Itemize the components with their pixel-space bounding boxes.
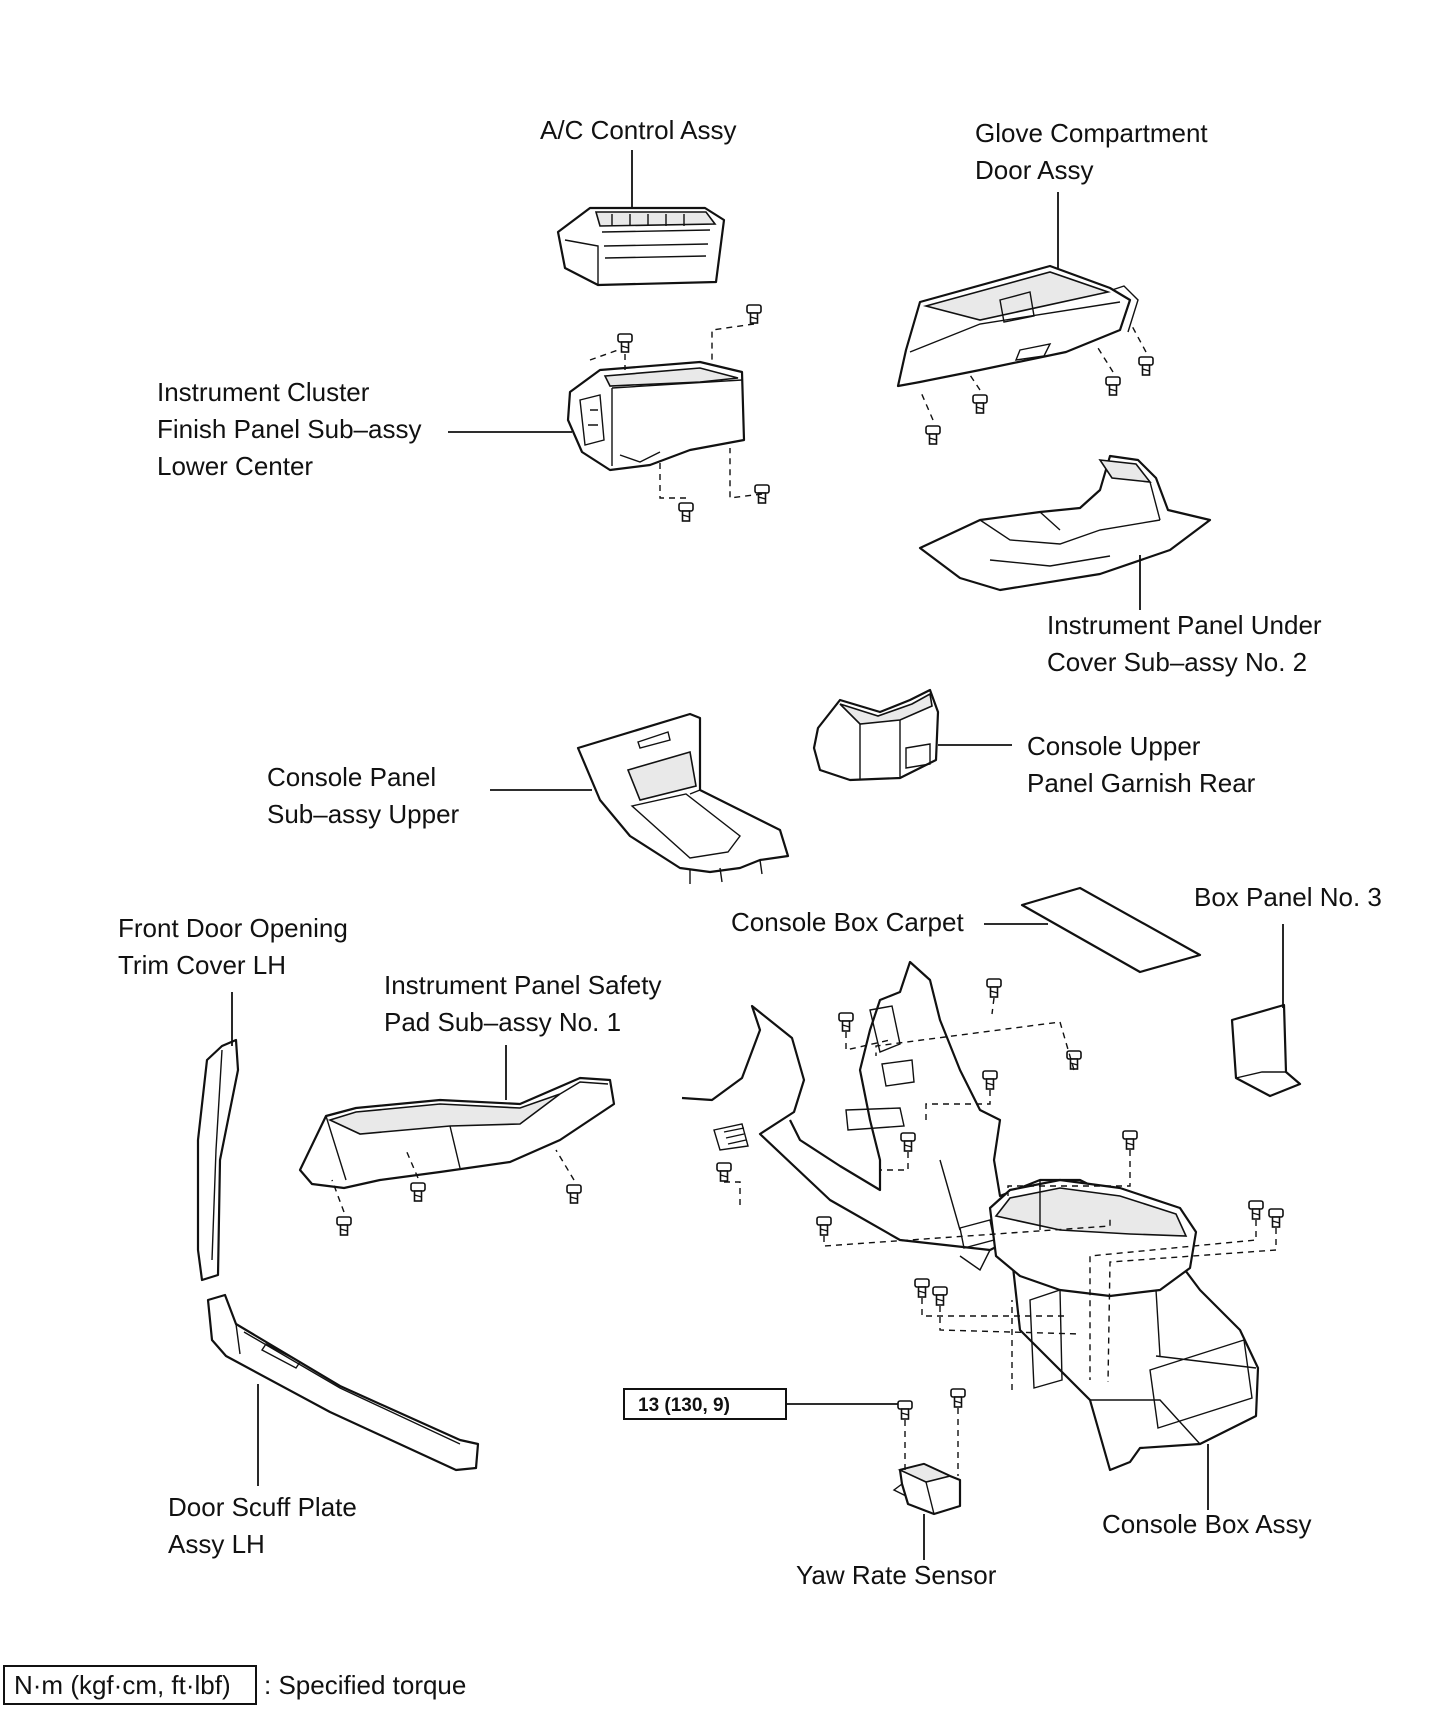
bolt-icon: [897, 1400, 913, 1420]
glove-compartment-label-2: Door Assy: [975, 155, 1094, 185]
door-scuff-plate-label-1: Door Scuff Plate: [168, 1492, 357, 1522]
ac-control-assy-part: [556, 206, 726, 287]
safety-pad-label-2: Pad Sub–assy No. 1: [384, 1007, 621, 1037]
door-scuff-plate-label-2: Assy LH: [168, 1529, 265, 1559]
console-upper-garnish-label-1: Console Upper: [1027, 731, 1201, 761]
bolt-icon: [972, 394, 988, 414]
torque-spec-box: [623, 1388, 787, 1420]
bolt-icon: [1122, 1130, 1138, 1150]
bolt-icon: [1105, 376, 1121, 396]
torque-spec-value: 13 (130, 9): [638, 1395, 730, 1416]
console-box-fastener-path: [724, 997, 1277, 1390]
glove-fastener-path: [919, 325, 1147, 421]
yaw-sensor-fastener-path: [904, 1408, 959, 1476]
legend-unit-text: N·m (kgf·cm, ft·lbf): [14, 1670, 231, 1700]
console-box-assy-part: [681, 960, 1260, 1472]
bolt-icon: [925, 425, 941, 445]
box-panel-no3-part: [1230, 1003, 1302, 1098]
bolt-icon: [982, 1070, 998, 1090]
bolt-icon: [1138, 356, 1154, 376]
yaw-rate-sensor-label: Yaw Rate Sensor: [796, 1560, 997, 1590]
bolt-icon: [950, 1388, 966, 1408]
console-upper-panel-garnish-part: [812, 688, 940, 782]
console-box-assy-label: Console Box Assy: [1102, 1509, 1312, 1539]
bolt-icon: [336, 1216, 352, 1236]
bolt-icon: [617, 333, 633, 353]
bolt-icon: [716, 1162, 732, 1182]
front-door-trim-cover-part: [196, 1038, 240, 1282]
cluster-panel-label-2: Finish Panel Sub–assy: [157, 414, 421, 444]
instrument-panel-under-cover-part: [918, 454, 1212, 592]
glove-compartment-label-1: Glove Compartment: [975, 118, 1208, 148]
console-box-carpet-part: [1020, 886, 1202, 974]
door-scuff-plate-part: [206, 1293, 480, 1472]
bolt-icon: [746, 304, 762, 324]
bolt-icon: [816, 1216, 832, 1236]
bolt-icon: [1066, 1050, 1082, 1070]
instrument-cluster-finish-panel-part: [566, 360, 746, 472]
cluster-panel-label-3: Lower Center: [157, 451, 313, 481]
safety-pad-label-1: Instrument Panel Safety: [384, 970, 661, 1000]
front-door-trim-label-1: Front Door Opening: [118, 913, 348, 943]
console-upper-garnish-label-2: Panel Garnish Rear: [1027, 768, 1256, 798]
legend-description: : Specified torque: [264, 1670, 466, 1700]
bolt-icon: [1268, 1208, 1284, 1228]
console-panel-upper-label-1: Console Panel: [267, 762, 436, 792]
bolt-icon: [932, 1286, 948, 1306]
bolt-icon: [566, 1184, 582, 1204]
ac-control-assy-label: A/C Control Assy: [540, 115, 737, 145]
cluster-panel-label-1: Instrument Cluster: [157, 377, 370, 407]
front-door-trim-label-2: Trim Cover LH: [118, 950, 286, 980]
under-cover-label-1: Instrument Panel Under: [1047, 610, 1322, 640]
bolt-icon: [986, 978, 1002, 998]
yaw-rate-sensor-part: [892, 1462, 962, 1516]
safety-pad-fastener-path: [331, 1149, 575, 1213]
bolt-icon: [914, 1278, 930, 1298]
cluster-fastener-path: [589, 323, 763, 499]
bolt-icon: [410, 1182, 426, 1202]
box-panel-no3-label: Box Panel No. 3: [1194, 882, 1382, 912]
console-panel-upper-label-2: Sub–assy Upper: [267, 799, 460, 829]
instrument-panel-safety-pad-part: [298, 1076, 616, 1190]
bolt-icon: [1248, 1200, 1264, 1220]
bolt-icon: [838, 1012, 854, 1032]
legend-box: [3, 1665, 257, 1705]
console-panel-upper-part: [576, 712, 790, 884]
glove-compartment-door-part: [896, 264, 1139, 388]
console-box-carpet-label: Console Box Carpet: [731, 907, 964, 937]
under-cover-label-2: Cover Sub–assy No. 2: [1047, 647, 1307, 677]
bolt-icon: [678, 502, 694, 522]
